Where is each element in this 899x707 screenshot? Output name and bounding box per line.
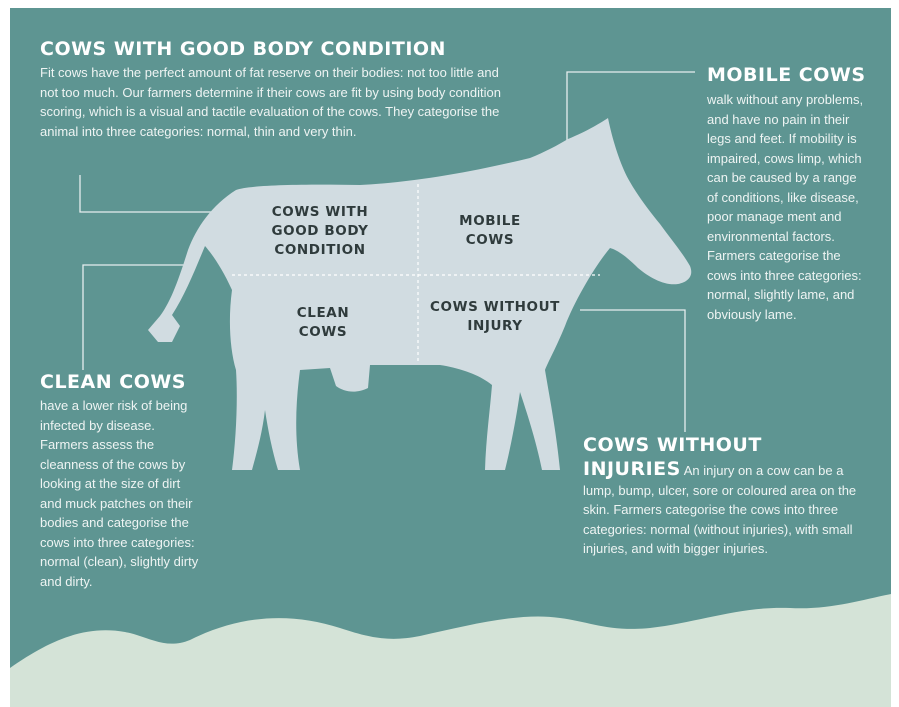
mobile-section: MOBILE COWS walk without any problems, a… (707, 64, 882, 324)
injuries-section: COWS WITHOUT INJURIES An injury on a cow… (583, 434, 873, 559)
injuries-text: An injury on a cow can be a lump, bump, … (583, 463, 857, 556)
clean-heading: CLEAN COWS (40, 371, 186, 393)
body-condition-heading: COWS WITH GOOD BODY CONDITION (40, 38, 446, 60)
cow-label-clean: CLEAN COWS (296, 305, 350, 340)
clean-section: CLEAN COWS have a lower risk of being in… (40, 371, 205, 591)
body-condition-section: COWS WITH GOOD BODY CONDITION Fit cows h… (40, 38, 510, 141)
injuries-heading-line1: COWS WITHOUT (583, 434, 762, 456)
injuries-heading-line2: INJURIES (583, 458, 681, 480)
wave-layer (10, 594, 891, 707)
cow-label-body-condition: COWS WITH GOOD BODY CONDITION (271, 204, 369, 258)
mobile-heading: MOBILE COWS (707, 64, 866, 86)
cow-label-injury: COWS WITHOUT INJURY (430, 299, 560, 334)
body-condition-text: Fit cows have the perfect amount of fat … (40, 65, 501, 139)
cow-silhouette (148, 118, 692, 470)
clean-text: have a lower risk of being infected by d… (40, 398, 199, 589)
cow-section-dividers (232, 184, 600, 364)
connector-body-condition (79, 175, 212, 213)
connector-mobile (566, 71, 695, 148)
connector-lines (79, 71, 695, 432)
cow-label-mobile: MOBILE COWS (459, 213, 521, 248)
injuries-text-block: INJURIES An injury on a cow can be a lum… (583, 458, 868, 559)
mobile-text: walk without any problems, and have no p… (707, 92, 864, 322)
connector-clean (82, 264, 185, 370)
connector-injury (580, 309, 686, 432)
